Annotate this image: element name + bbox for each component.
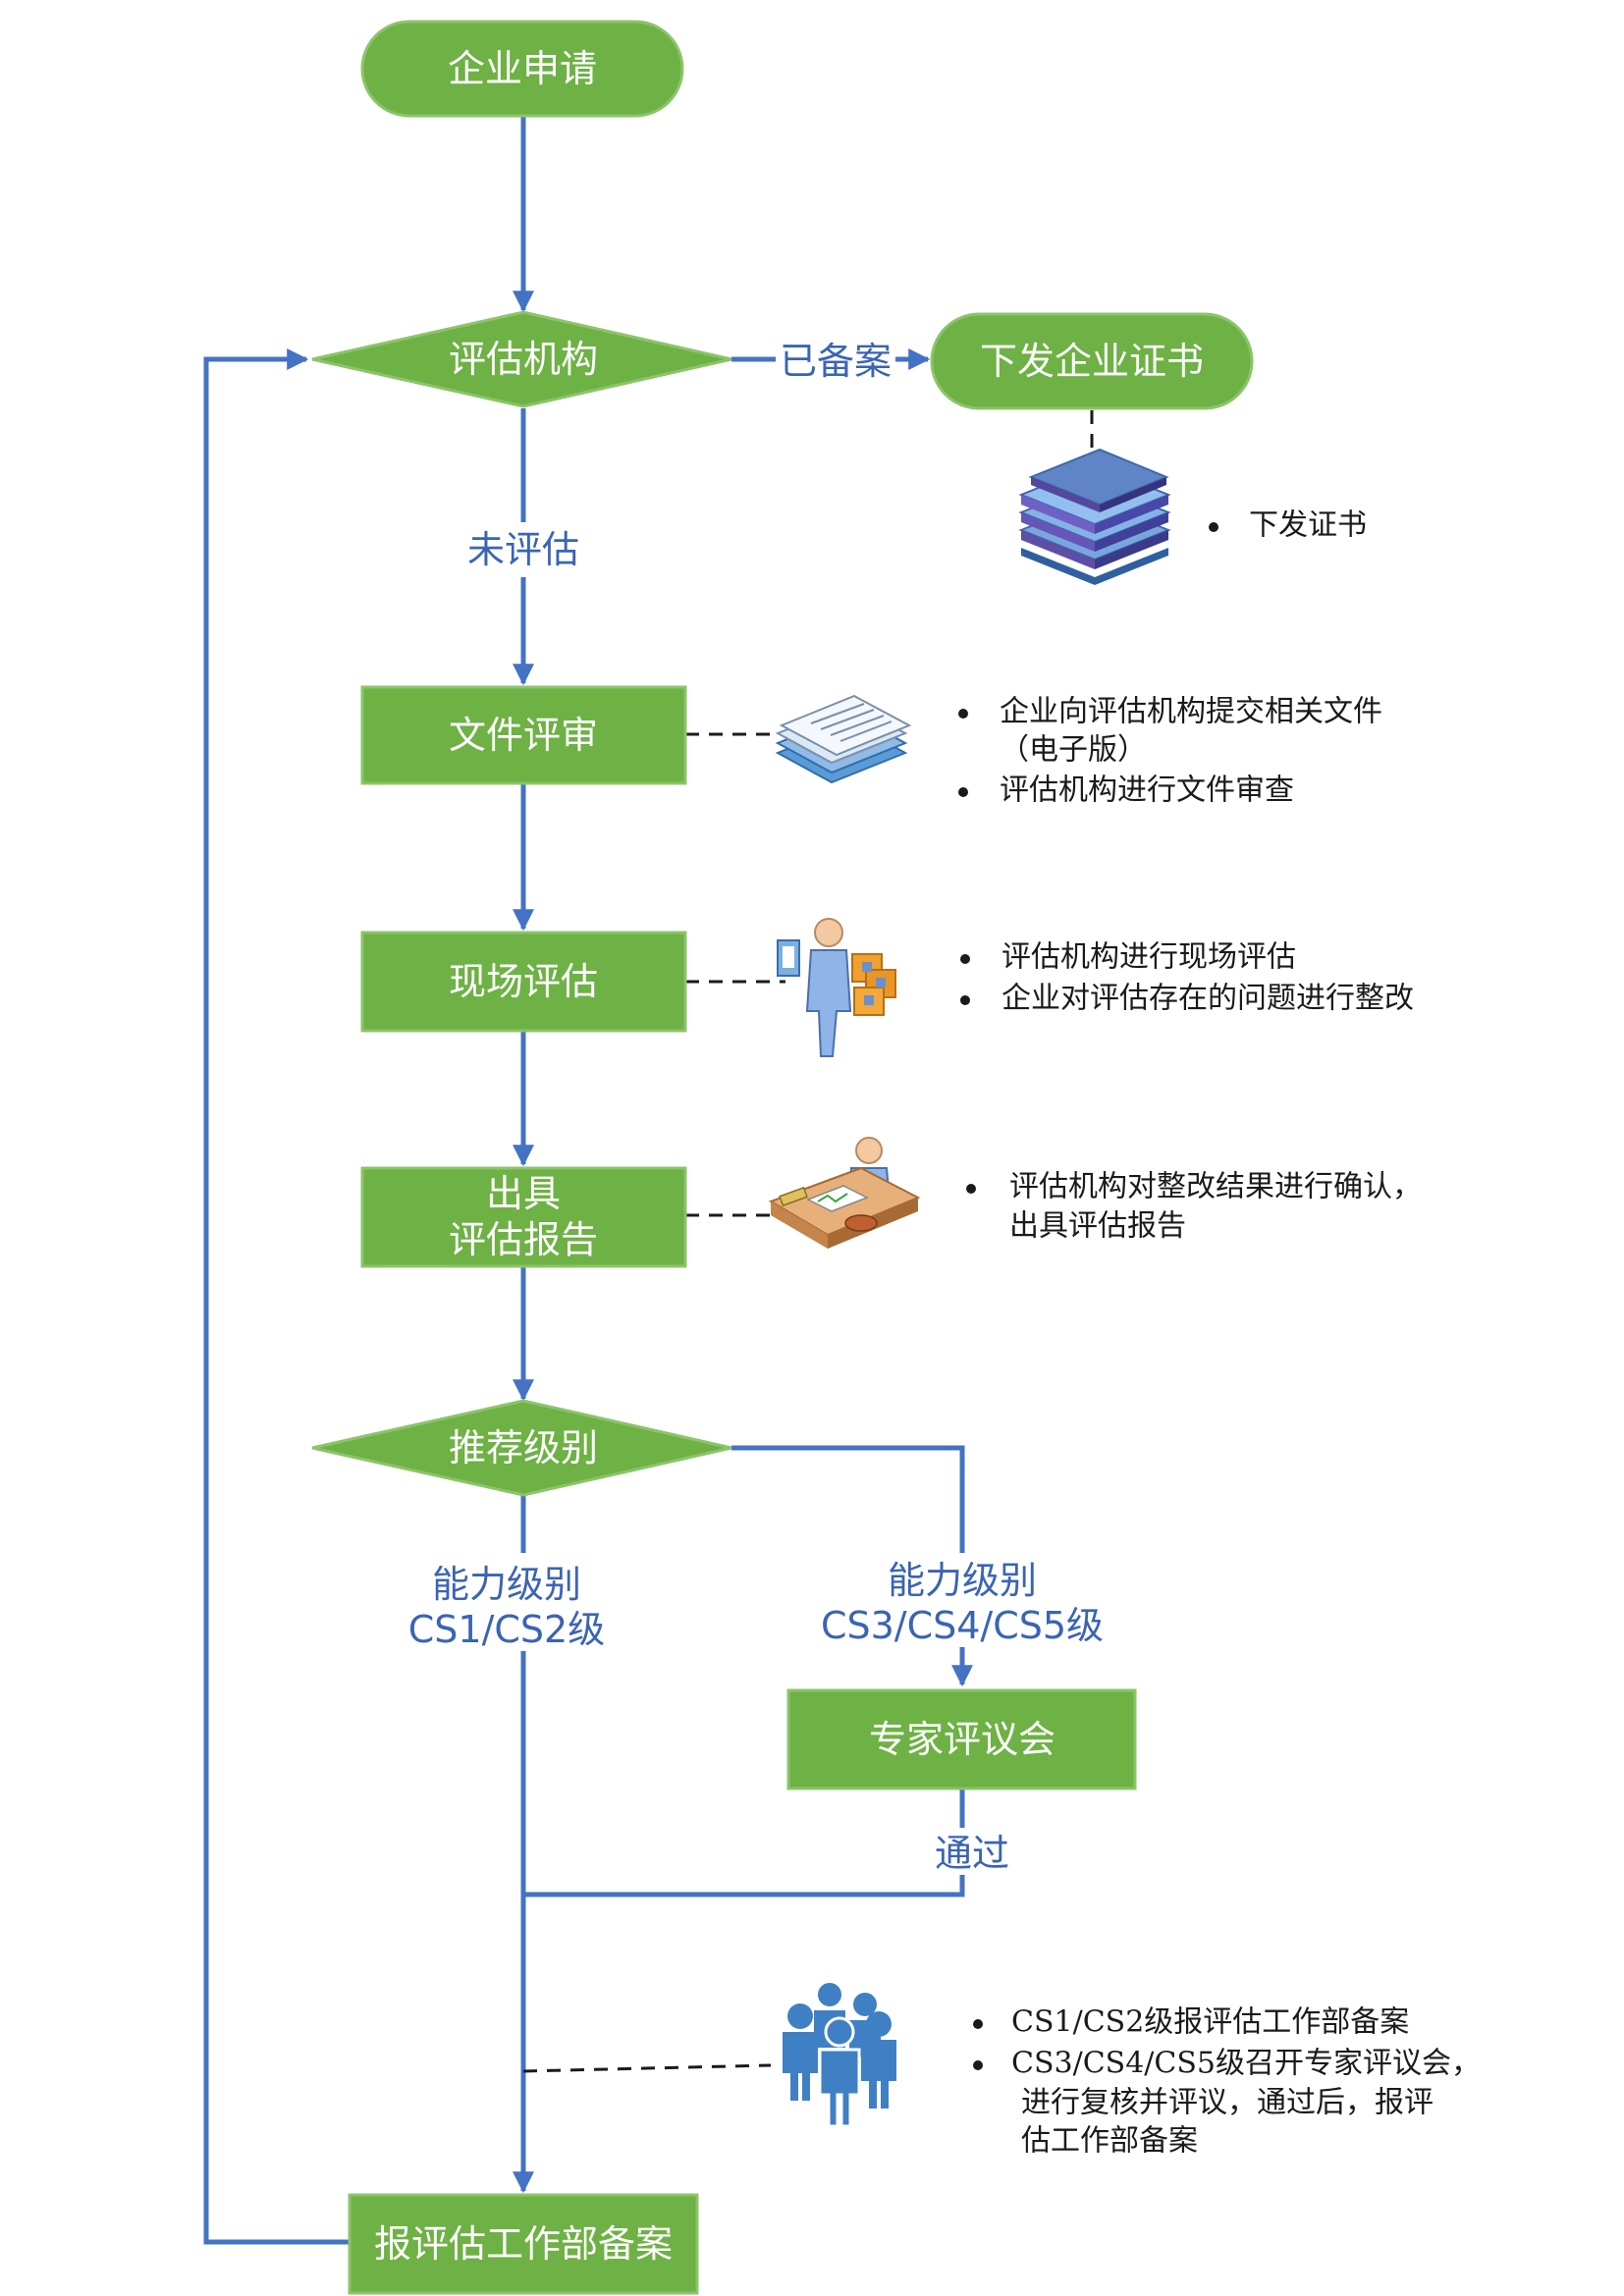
edge-label-right-level-line2: CS3/CS4/CS5级 — [821, 1604, 1104, 1647]
node-assessment-org-label: 评估机构 — [449, 338, 598, 381]
note-report: 评估机构对整改结果进行确认， 出具评估报告 — [966, 1170, 1422, 1244]
node-enterprise-apply[interactable]: 企业申请 — [360, 20, 684, 118]
edge-label-filed: 已备案 — [780, 340, 892, 383]
note-doc-review: 企业向评估机构提交相关文件 （电子版） 评估机构进行文件审查 — [958, 695, 1382, 808]
edge-label-passed: 通过 — [935, 1832, 1009, 1875]
bullet — [958, 787, 968, 797]
bullet — [1209, 522, 1218, 532]
node-doc-review[interactable]: 文件评审 — [360, 685, 687, 785]
note-onsite-line2: 企业对评估存在的问题进行整改 — [1001, 982, 1414, 1016]
node-onsite-assessment-label: 现场评估 — [449, 960, 598, 1003]
note-report-line1: 评估机构对整改结果进行确认， — [1009, 1170, 1422, 1204]
note-onsite: 评估机构进行现场评估 企业对评估存在的问题进行整改 — [960, 940, 1414, 1016]
node-recommend-level-label: 推荐级别 — [449, 1426, 598, 1469]
node-issue-certificate[interactable]: 下发企业证书 — [930, 312, 1254, 410]
node-expert-review-label: 专家评议会 — [869, 1718, 1056, 1761]
note-doc-review-line3: 评估机构进行文件审查 — [1000, 774, 1294, 808]
note-doc-review-line1: 企业向评估机构提交相关文件 — [1000, 695, 1382, 729]
edges — [203, 116, 973, 2245]
edge-label-not-assessed: 未评估 — [467, 528, 579, 571]
dash-record — [522, 2063, 772, 2073]
node-assessment-org[interactable]: 评估机构 — [311, 310, 732, 408]
edge-label-left-level-line1: 能力级别 — [432, 1563, 581, 1606]
node-enterprise-apply-label: 企业申请 — [448, 47, 597, 90]
dashed-connectors — [522, 410, 1094, 2073]
bullet — [973, 2019, 983, 2029]
inspector-icon — [777, 918, 896, 1057]
node-issue-certificate-label: 下发企业证书 — [980, 340, 1204, 383]
edge-label-right-level-line1: 能力级别 — [888, 1559, 1037, 1602]
node-issue-report[interactable]: 出具 评估报告 — [360, 1166, 687, 1268]
note-onsite-line1: 评估机构进行现场评估 — [1001, 940, 1296, 975]
node-expert-review[interactable]: 专家评议会 — [786, 1688, 1137, 1790]
node-file-record-label: 报评估工作部备案 — [374, 2222, 673, 2266]
bullet — [960, 995, 970, 1005]
note-record-line3: 进行复核并评议，通过后，报评 — [1021, 2086, 1434, 2120]
node-file-record[interactable]: 报评估工作部备案 — [348, 2193, 699, 2295]
node-doc-review-label: 文件评审 — [449, 714, 598, 757]
note-record-line4: 估工作部备案 — [1021, 2124, 1198, 2159]
document-stack-icon — [775, 694, 912, 784]
bullet — [966, 1184, 976, 1194]
note-report-line2: 出具评估报告 — [1009, 1209, 1186, 1244]
node-recommend-level[interactable]: 推荐级别 — [311, 1399, 732, 1497]
note-record: CS1/CS2级报评估工作部备案 CS3/CS4/CS5级召开专家评议会， 进行… — [973, 2005, 1481, 2159]
note-certificate: 下发证书 — [1209, 508, 1367, 543]
node-issue-report-label-line1: 出具 — [486, 1172, 561, 1215]
note-doc-review-line2: （电子版） — [1000, 733, 1147, 768]
bullet — [958, 709, 968, 719]
edge-label-left-level-line2: CS1/CS2级 — [408, 1608, 605, 1651]
note-record-line2: CS3/CS4/CS5级召开专家评议会， — [1011, 2047, 1481, 2081]
edge-record-loop-back — [203, 348, 350, 2245]
book-stack-icon — [1018, 448, 1171, 585]
node-issue-report-label-line2: 评估报告 — [449, 1218, 598, 1261]
node-onsite-assessment[interactable]: 现场评估 — [360, 931, 687, 1033]
edge-level-to-right-branch — [731, 1445, 965, 1553]
team-icon — [783, 1983, 896, 2128]
bullet — [973, 2060, 983, 2070]
bullet — [960, 954, 970, 964]
note-certificate-line1: 下发证书 — [1249, 508, 1367, 543]
note-record-line1: CS1/CS2级报评估工作部备案 — [1011, 2005, 1409, 2040]
desk-worker-icon — [768, 1137, 921, 1249]
edge-passed-to-merge — [523, 1875, 965, 1897]
